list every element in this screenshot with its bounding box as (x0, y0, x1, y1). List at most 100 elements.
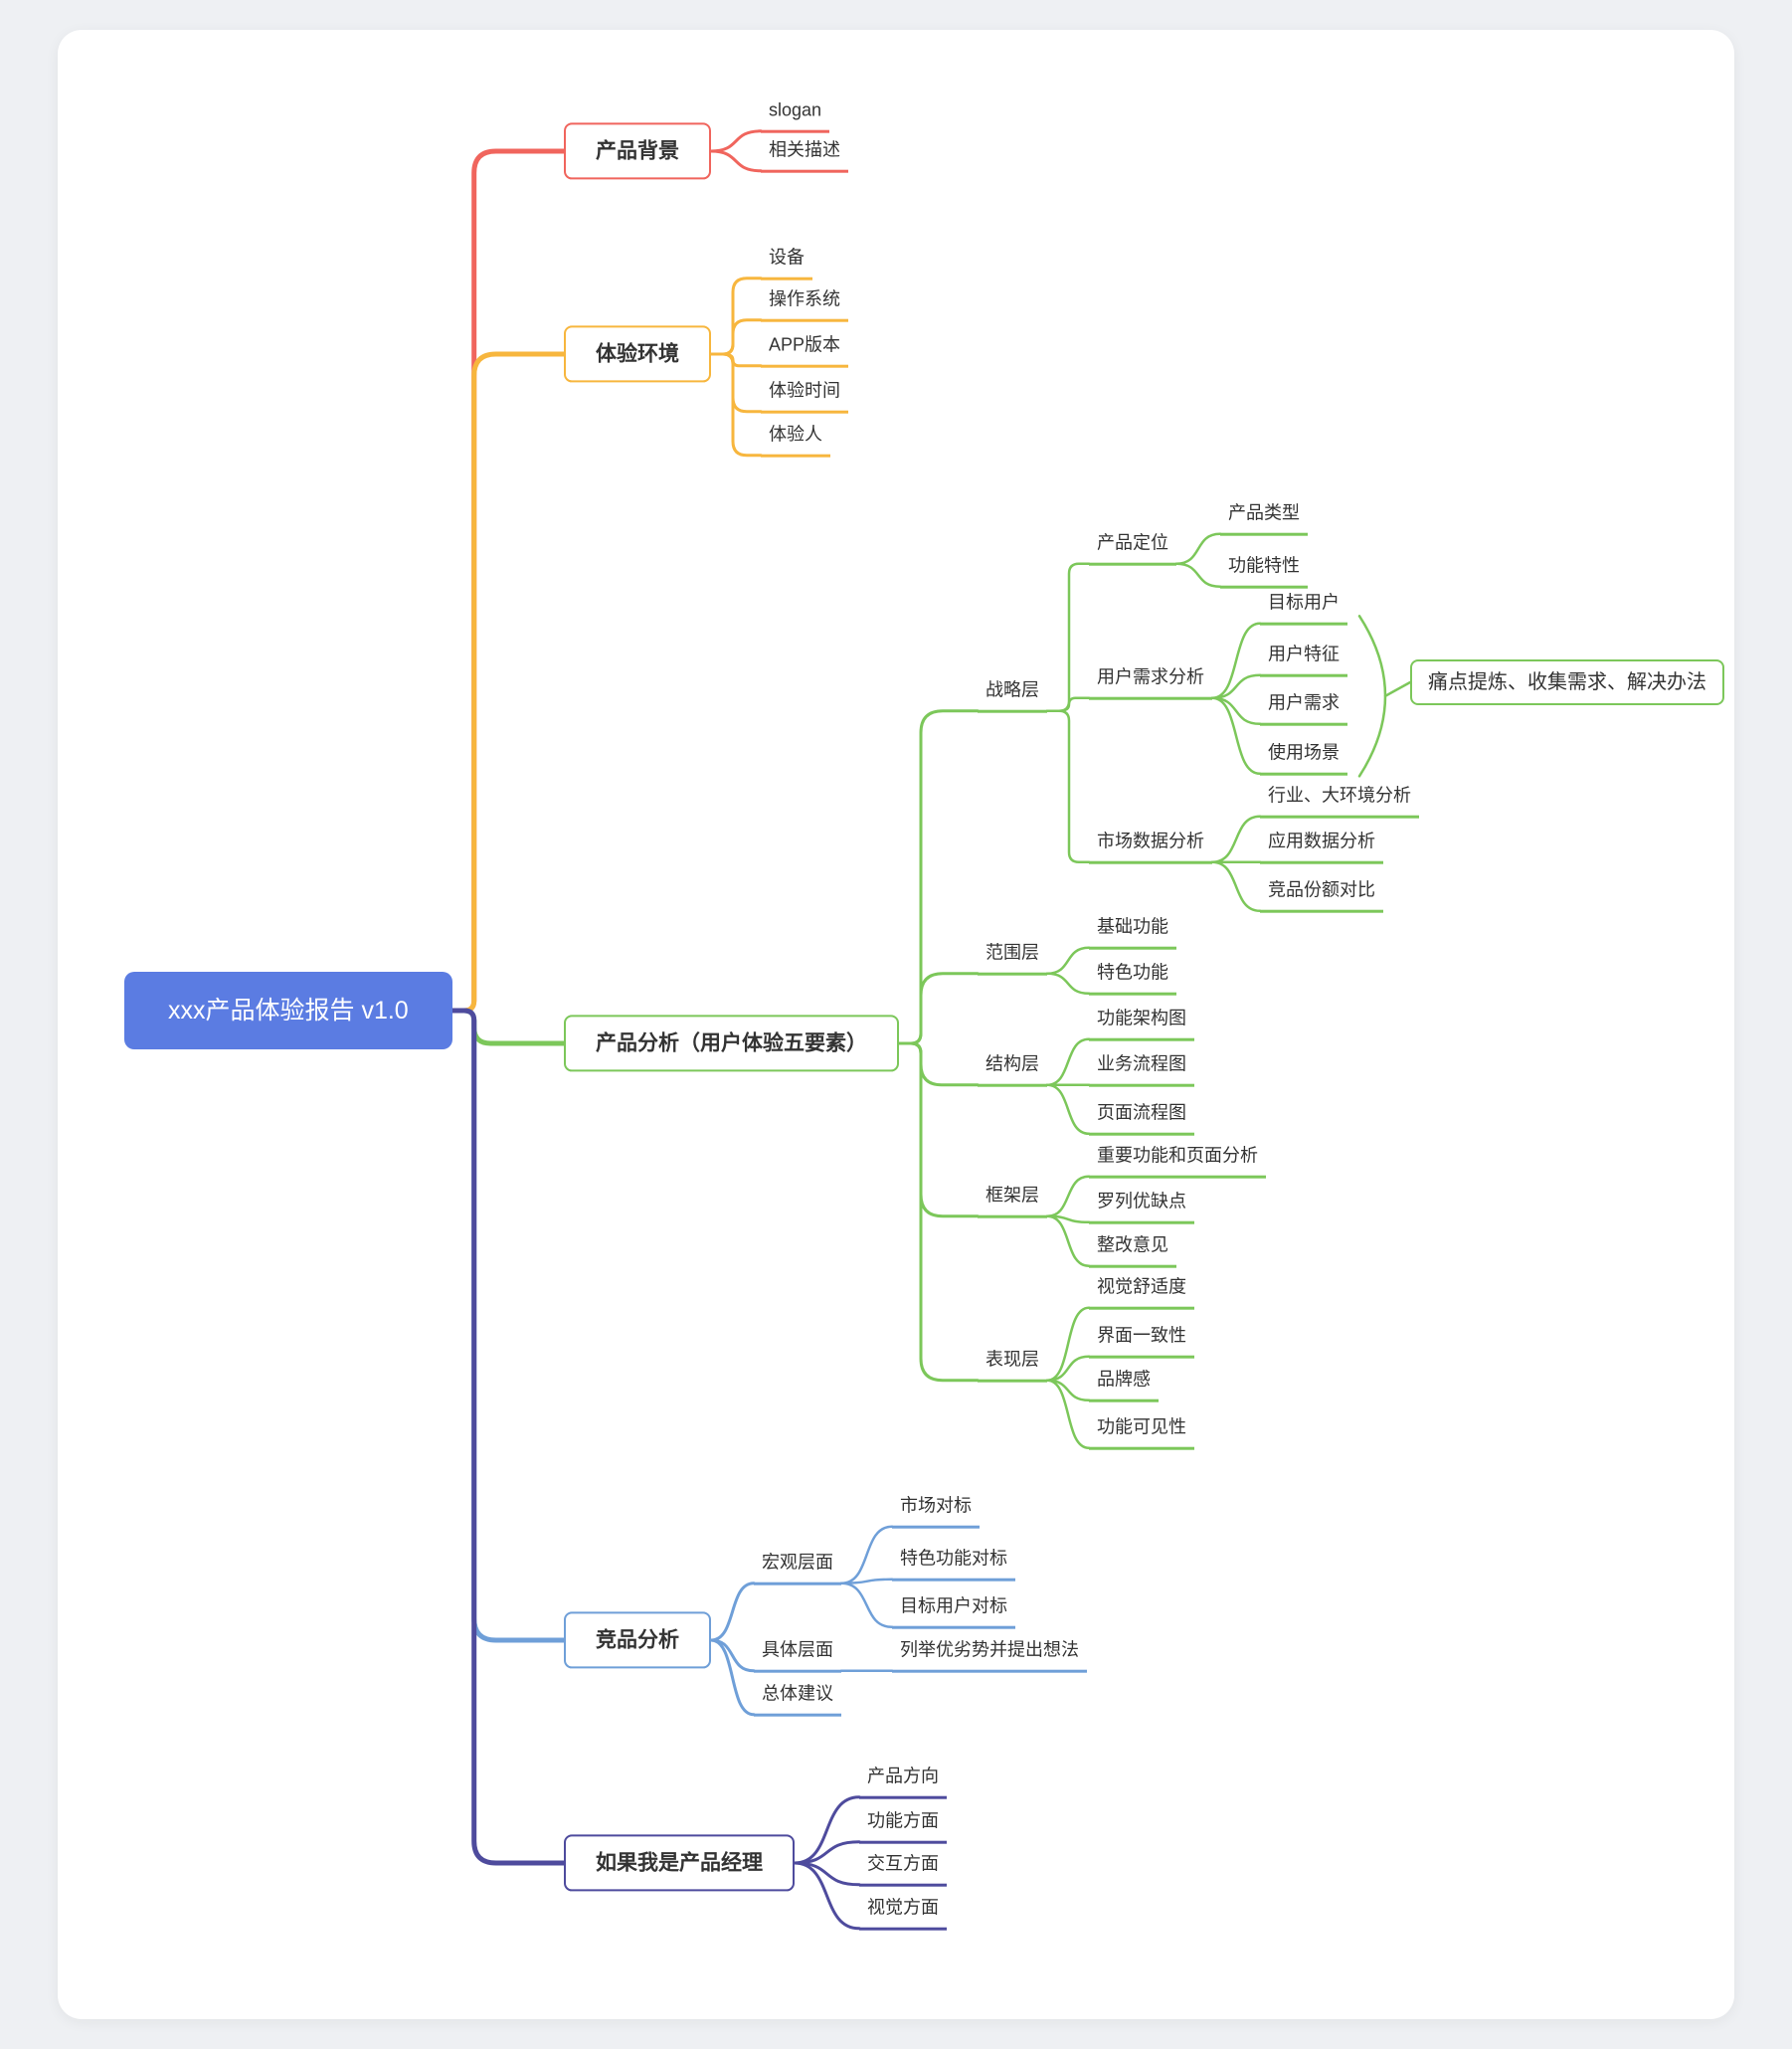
node-user-needs-analysis[interactable]: 用户需求分析 (1089, 665, 1212, 700)
node-strategy-layer[interactable]: 战略层 (978, 678, 1047, 713)
connector-user-needs-analysis (1045, 696, 1091, 713)
node-special-functions[interactable]: 特色功能 (1089, 961, 1176, 996)
connector-slogan (709, 129, 763, 153)
node-feature-benchmark[interactable]: 特色功能对标 (892, 1547, 1015, 1582)
connector-market-data-analysis (1045, 709, 1091, 864)
connector-user-needs (1210, 696, 1262, 726)
node-device[interactable]: 设备 (761, 246, 812, 280)
node-experience-environment[interactable]: 体验环境 (564, 325, 711, 383)
connector-function-architecture-diagram (1045, 1037, 1091, 1087)
node-product-type[interactable]: 产品类型 (1220, 501, 1308, 536)
node-basic-functions[interactable]: 基础功能 (1089, 915, 1176, 950)
node-market-benchmark[interactable]: 市场对标 (892, 1494, 980, 1529)
connector-product-type (1174, 532, 1222, 566)
connector-overall-suggestions (709, 1638, 756, 1717)
connector-framework-layer (897, 1041, 980, 1218)
connector-function-visibility (1045, 1379, 1091, 1450)
node-function-visibility[interactable]: 功能可见性 (1089, 1415, 1194, 1450)
node-improvement-suggestions[interactable]: 整改意见 (1089, 1233, 1176, 1268)
node-key-function-page-analysis[interactable]: 重要功能和页面分析 (1089, 1144, 1266, 1179)
connector-experience-time (709, 352, 763, 414)
node-page-flow-diagram[interactable]: 页面流程图 (1089, 1101, 1194, 1136)
connector-structure-layer (897, 1041, 980, 1087)
node-operating-system[interactable]: 操作系统 (761, 287, 848, 322)
connector-product-positioning (1045, 562, 1091, 713)
connector-target-users (1210, 622, 1262, 700)
node-visual-aspect[interactable]: 视觉方面 (859, 1896, 947, 1931)
node-user-traits[interactable]: 用户特征 (1260, 643, 1347, 677)
connector-product-background (449, 148, 567, 1014)
node-industry-environment-analysis[interactable]: 行业、大环境分析 (1260, 784, 1419, 819)
connector-device (709, 277, 763, 356)
node-pros-cons-ideas[interactable]: 列举优劣势并提出想法 (892, 1638, 1087, 1673)
connector-experience-person (709, 352, 763, 458)
node-function-aspect[interactable]: 功能方面 (859, 1809, 947, 1844)
connector-if-i-were-pm (449, 1008, 567, 1866)
connector-target-user-benchmark (839, 1582, 894, 1629)
brace (1357, 615, 1387, 778)
node-experience-person[interactable]: 体验人 (761, 423, 830, 458)
node-business-flow-diagram[interactable]: 业务流程图 (1089, 1052, 1194, 1087)
connector-interaction-aspect (793, 1861, 861, 1887)
node-experience-time[interactable]: 体验时间 (761, 379, 848, 414)
connector-competitor-analysis (449, 1008, 567, 1643)
node-presentation-layer[interactable]: 表现层 (978, 1348, 1047, 1383)
connector-feature-benchmark (839, 1578, 894, 1585)
connector-app-version (709, 352, 763, 368)
connector-pros-cons-list (1045, 1214, 1091, 1224)
node-product-direction[interactable]: 产品方向 (859, 1765, 947, 1799)
node-interaction-aspect[interactable]: 交互方面 (859, 1852, 947, 1887)
node-competitor-share-comparison[interactable]: 竞品份额对比 (1260, 878, 1383, 913)
node-slogan[interactable]: slogan (761, 98, 830, 133)
connector-page-flow-diagram (1045, 1083, 1091, 1136)
node-app-data-analysis[interactable]: 应用数据分析 (1260, 830, 1383, 864)
node-function-architecture-diagram[interactable]: 功能架构图 (1089, 1007, 1194, 1041)
node-usage-scenarios[interactable]: 使用场景 (1260, 741, 1347, 776)
node-if-i-were-pm[interactable]: 如果我是产品经理 (564, 1834, 795, 1892)
node-user-needs[interactable]: 用户需求 (1260, 691, 1347, 726)
node-product-positioning[interactable]: 产品定位 (1089, 531, 1176, 566)
node-product-analysis[interactable]: 产品分析（用户体验五要素） (564, 1015, 899, 1072)
node-feature-characteristics[interactable]: 功能特性 (1220, 554, 1308, 589)
node-product-background[interactable]: 产品背景 (564, 122, 711, 180)
node-competitor-analysis[interactable]: 竞品分析 (564, 1611, 711, 1669)
node-structure-layer[interactable]: 结构层 (978, 1052, 1047, 1087)
node-root[interactable]: xxx产品体验报告 v1.0 (124, 972, 452, 1049)
connector-visual-aspect (793, 1861, 861, 1931)
connector-feature-characteristics (1174, 562, 1222, 589)
node-macro-level[interactable]: 宏观层面 (754, 1551, 841, 1585)
node-market-data-analysis[interactable]: 市场数据分析 (1089, 830, 1212, 864)
connector-usage-scenarios (1210, 696, 1262, 776)
connector-related-description (709, 149, 763, 173)
node-pros-cons-list[interactable]: 罗列优缺点 (1089, 1190, 1194, 1224)
connector-function-aspect (793, 1840, 861, 1865)
node-pain-point-callout[interactable]: 痛点提炼、收集需求、解决办法 (1410, 659, 1724, 705)
node-ui-consistency[interactable]: 界面一致性 (1089, 1324, 1194, 1359)
node-visual-comfort[interactable]: 视觉舒适度 (1089, 1275, 1194, 1310)
node-scope-layer[interactable]: 范围层 (978, 941, 1047, 976)
connector-key-function-page-analysis (1045, 1175, 1091, 1218)
connector-strategy-layer (897, 709, 980, 1045)
node-app-version[interactable]: APP版本 (761, 333, 849, 368)
node-target-users[interactable]: 目标用户 (1260, 591, 1347, 626)
connector-special-functions (1045, 972, 1091, 996)
brace-link (1383, 680, 1412, 698)
connector-improvement-suggestions (1045, 1214, 1091, 1268)
node-related-description[interactable]: 相关描述 (761, 138, 848, 173)
connector-user-traits (1210, 673, 1262, 700)
node-framework-layer[interactable]: 框架层 (978, 1184, 1047, 1218)
connector-product-analysis (449, 1008, 567, 1046)
node-brand-feel[interactable]: 品牌感 (1089, 1368, 1159, 1402)
connector-experience-environment (449, 351, 567, 1014)
connector-product-direction (793, 1795, 861, 1865)
connector-industry-environment-analysis (1210, 815, 1262, 864)
node-overall-suggestions[interactable]: 总体建议 (754, 1682, 841, 1717)
connector-concrete-level (709, 1638, 756, 1673)
node-target-user-benchmark[interactable]: 目标用户对标 (892, 1594, 1015, 1629)
connector-basic-functions (1045, 946, 1091, 976)
connector-ui-consistency (1045, 1355, 1091, 1383)
connector-visual-comfort (1045, 1306, 1091, 1383)
node-concrete-level[interactable]: 具体层面 (754, 1638, 841, 1673)
